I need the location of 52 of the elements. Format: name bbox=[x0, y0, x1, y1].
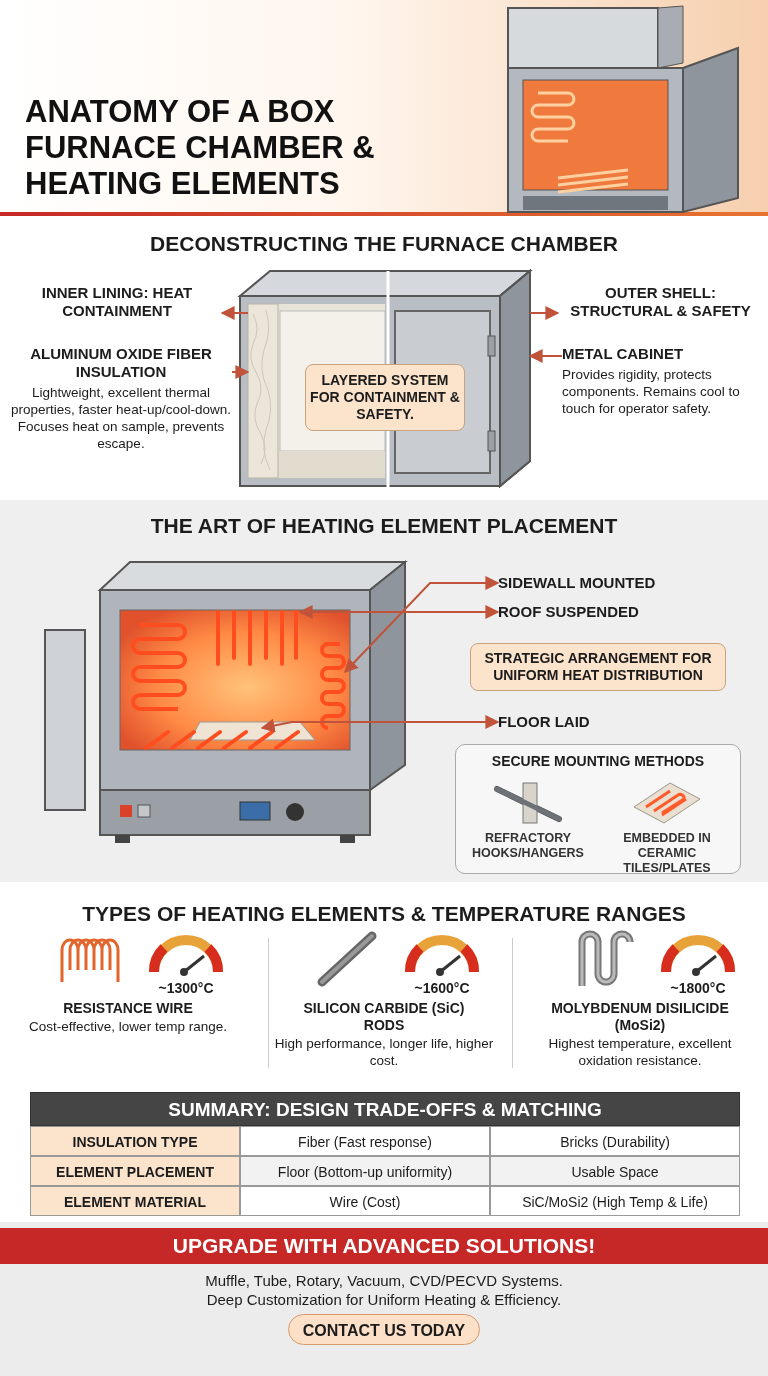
leader-arrow bbox=[529, 306, 560, 320]
leader-arrow bbox=[344, 576, 500, 673]
callout-panel bbox=[455, 744, 741, 874]
element-name: SILICON CARBIDE (SiC) RODS bbox=[302, 1000, 466, 1034]
section-heading: THE ART OF HEATING ELEMENT PLACEMENT bbox=[149, 514, 619, 538]
section-heading: TYPES OF HEATING ELEMENTS & TEMPERATURE RANGES bbox=[81, 902, 687, 926]
temperature-value: ~1300°C bbox=[157, 980, 215, 996]
temperature-value: ~1800°C bbox=[669, 980, 727, 996]
leader-arrow bbox=[528, 349, 563, 363]
leader-arrow bbox=[260, 715, 500, 733]
callout-label: ROOF SUSPENDED bbox=[498, 603, 639, 621]
insulation-lining bbox=[248, 304, 278, 478]
sidewall-heating-coil bbox=[318, 640, 345, 732]
table-header: SUMMARY: DESIGN TRADE-OFFS & MATCHING bbox=[30, 1092, 740, 1126]
temperature-value: ~1600°C bbox=[413, 980, 471, 996]
note-box: STRATEGIC ARRANGEMENT FOR UNIFORM HEAT DISTRIBUTION bbox=[470, 643, 726, 691]
contact-button: CONTACT US TODAY bbox=[288, 1314, 480, 1345]
promo-text: Muffle, Tube, Rotary, Vacuum, CVD/PECVD Systems. bbox=[204, 1272, 564, 1289]
callout-label: FLOOR LAID bbox=[498, 713, 590, 731]
callout-heading: METAL CABINET bbox=[562, 345, 685, 363]
leader-arrow bbox=[220, 306, 249, 320]
table-cell: Fiber (Fast response) bbox=[240, 1126, 490, 1156]
row-header: ELEMENT PLACEMENT bbox=[30, 1156, 240, 1186]
callout-label: SIDEWALL MOUNTED bbox=[498, 574, 656, 592]
leader-arrow bbox=[298, 605, 500, 619]
promo-text: Deep Customization for Uniform Heating & Efficiency. bbox=[205, 1291, 563, 1308]
element-description: Cost-effective, lower temp range. bbox=[28, 1018, 228, 1035]
note-box: LAYERED SYSTEM FOR CONTAINMENT & SAFETY. bbox=[305, 364, 465, 431]
table-cell: Wire (Cost) bbox=[240, 1186, 490, 1216]
section-heading: DECONSTRUCTING THE FURNACE CHAMBER bbox=[149, 232, 619, 256]
callout-heading: ALUMINUM OXIDE FIBER INSULATION bbox=[29, 345, 213, 381]
callout-label: OUTER SHELL: STRUCTURAL & SAFETY bbox=[558, 284, 763, 320]
cabinet-side-panel bbox=[500, 271, 530, 491]
element-name: RESISTANCE WIRE bbox=[62, 1000, 194, 1017]
banner: UPGRADE WITH ADVANCED SOLUTIONS! bbox=[0, 1228, 768, 1264]
table-cell: Floor (Bottom-up uniformity) bbox=[240, 1156, 490, 1186]
page-title: ANATOMY OF A BOX FURNACE CHAMBER & HEATING ELEMENTS bbox=[25, 94, 376, 202]
method-caption: EMBEDDED IN CERAMIC TILES/PLATES bbox=[622, 831, 712, 876]
table-cell: Usable Space bbox=[490, 1156, 740, 1186]
row-header: ELEMENT MATERIAL bbox=[30, 1186, 240, 1216]
callout-text: Lightweight, excellent thermal properties, faster heat-up/cool-down. Focuses heat on sample, prevents escape. bbox=[10, 384, 232, 452]
row-header: INSULATION TYPE bbox=[30, 1126, 240, 1156]
method-caption: REFRACTORY HOOKS/HANGERS bbox=[471, 831, 585, 861]
table-cell: Bricks (Durability) bbox=[490, 1126, 740, 1156]
leader-arrow bbox=[231, 365, 250, 379]
element-name: MOLYBDENUM DISILICIDE (MoSi2) bbox=[550, 1000, 730, 1034]
callout-label: INNER LINING: HEAT CONTAINMENT bbox=[12, 284, 222, 320]
callout-text: Provides rigidity, protects components. Remains cool to touch for operator safety. bbox=[562, 366, 741, 417]
table-cell: SiC/MoSi2 (High Temp & Life) bbox=[490, 1186, 740, 1216]
element-description: High performance, longer life, higher cost. bbox=[273, 1035, 495, 1069]
element-description: Highest temperature, excellent oxidation resistance. bbox=[547, 1035, 733, 1069]
panel-heading: SECURE MOUNTING METHODS bbox=[490, 753, 706, 769]
